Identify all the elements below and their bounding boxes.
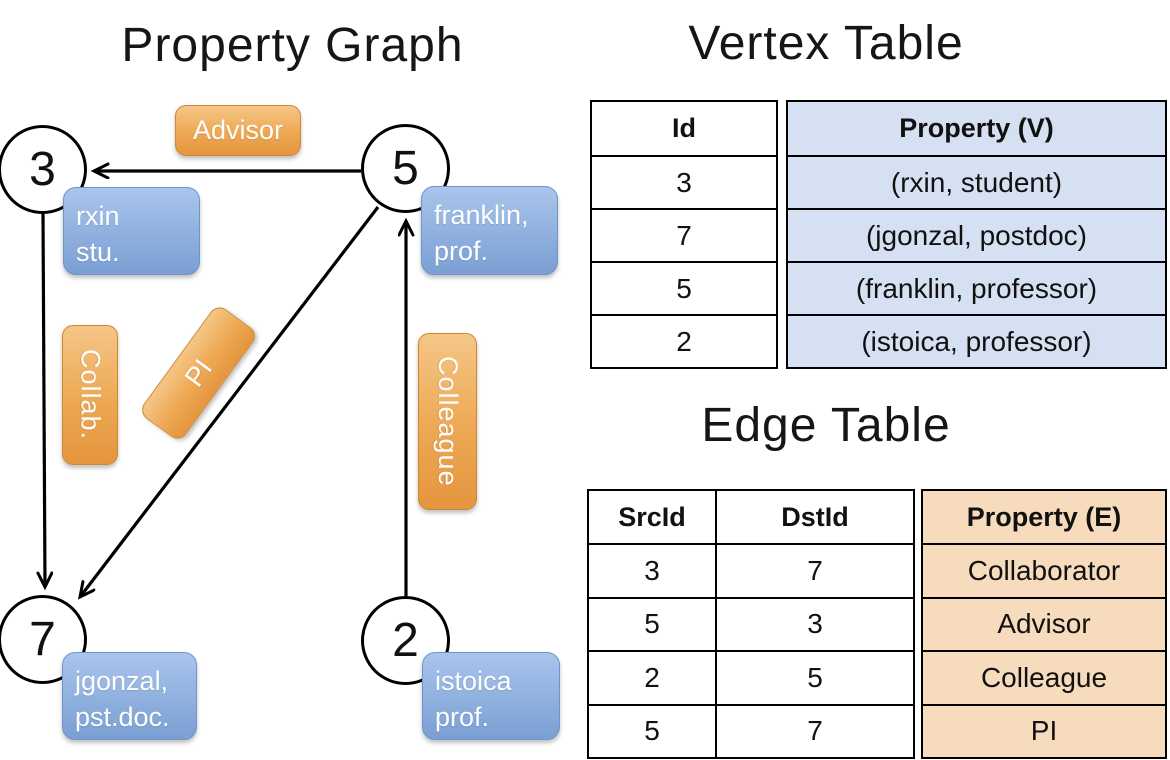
table-row: 2 5 [587,650,915,706]
table-row: 2 [590,314,778,369]
vertex-table-header-property: Property (V) [786,100,1167,157]
rxin-line2: stu. [76,237,120,267]
edge-label-collab: Collab. [62,325,118,465]
property-graph-title: Property Graph [121,19,464,72]
node-5-id: 5 [392,142,419,195]
vertex-property-cell: (rxin, student) [786,155,1167,210]
table-row: 3 [590,155,778,210]
edge-dst-cell: 7 [715,703,915,759]
edge-dst-cell: 7 [715,543,915,599]
vertex-table-id-column: Id 3 7 5 2 [590,100,778,369]
table-row: (rxin, student) [786,155,1167,210]
edge-pi-5-to-7 [80,206,380,597]
vertex-property-cell: (istoica, professor) [786,314,1167,369]
edge-table-id-columns: SrcId DstId 3 7 5 3 2 5 5 7 [587,489,915,759]
edge-table-header-row: SrcId DstId [587,489,915,545]
rxin-line1: rxin [76,201,120,231]
graph-edges-canvas [0,0,585,760]
vertex-table-header-row: Property (V) [786,100,1167,157]
istoica-line2: prof. [435,702,490,732]
vertex-property-cell: (franklin, professor) [786,261,1167,316]
table-row: Colleague [921,650,1167,706]
edge-table-header-dstid: DstId [715,489,915,545]
edge-label-advisor: Advisor [175,105,301,156]
edge-src-cell: 3 [587,543,717,599]
edge-table-header-row: Property (E) [921,489,1167,545]
franklin-line1: franklin, [434,200,529,230]
edge-table-header-property: Property (E) [921,489,1167,545]
edge-property-cell: PI [921,703,1167,759]
vertex-table-title: Vertex Table [688,17,964,70]
vertex-id-cell: 3 [590,155,778,210]
edge-collab-3-to-7 [43,212,45,587]
edge-table-header-srcid: SrcId [587,489,717,545]
vertex-id-cell: 7 [590,208,778,263]
table-row: 5 [590,261,778,316]
jgonzal-line1: jgonzal, [75,666,169,696]
vertex-id-cell: 2 [590,314,778,369]
edge-property-cell: Colleague [921,650,1167,706]
collab-label-text: Collab. [75,349,106,441]
edge-table-property-column: Property (E) Collaborator Advisor Collea… [921,489,1167,759]
table-row: (istoica, professor) [786,314,1167,369]
vertex-id-cell: 5 [590,261,778,316]
advisor-label-text: Advisor [192,115,284,145]
table-row: (franklin, professor) [786,261,1167,316]
table-row: Collaborator [921,543,1167,599]
table-row: PI [921,703,1167,759]
franklin-line2: prof. [434,236,489,266]
pi-label-text: PI [178,353,218,392]
node-3-id: 3 [29,143,56,196]
node-2-id: 2 [392,614,419,667]
vertex-label-istoica: istoica prof. [422,652,560,740]
edge-dst-cell: 3 [715,596,915,652]
table-row: Advisor [921,596,1167,652]
vertex-label-jgonzal: jgonzal, pst.doc. [62,652,197,740]
vertex-table-header-row: Id [590,100,778,157]
vertex-property-cell: (jgonzal, postdoc) [786,208,1167,263]
edge-dst-cell: 5 [715,650,915,706]
table-row: 5 3 [587,596,915,652]
edge-table-title: Edge Table [701,399,951,452]
table-row: 3 7 [587,543,915,599]
edge-property-cell: Advisor [921,596,1167,652]
table-row: 7 [590,208,778,263]
edge-label-colleague: Colleague [418,333,477,510]
colleague-label-text: Colleague [433,356,463,487]
graph-node-5: 5 [361,124,450,213]
istoica-line1: istoica [435,666,512,696]
vertex-table-header-id: Id [590,100,778,157]
edge-src-cell: 5 [587,596,717,652]
vertex-table-property-column: Property (V) (rxin, student) (jgonzal, p… [786,100,1167,369]
edge-property-cell: Collaborator [921,543,1167,599]
table-row: (jgonzal, postdoc) [786,208,1167,263]
vertex-label-franklin: franklin, prof. [421,186,558,275]
jgonzal-line2: pst.doc. [75,702,170,732]
table-row: 5 7 [587,703,915,759]
edge-src-cell: 2 [587,650,717,706]
edge-src-cell: 5 [587,703,717,759]
vertex-label-rxin: rxin stu. [63,187,200,275]
node-7-id: 7 [29,613,56,666]
graph-node-2: 2 [361,596,450,685]
